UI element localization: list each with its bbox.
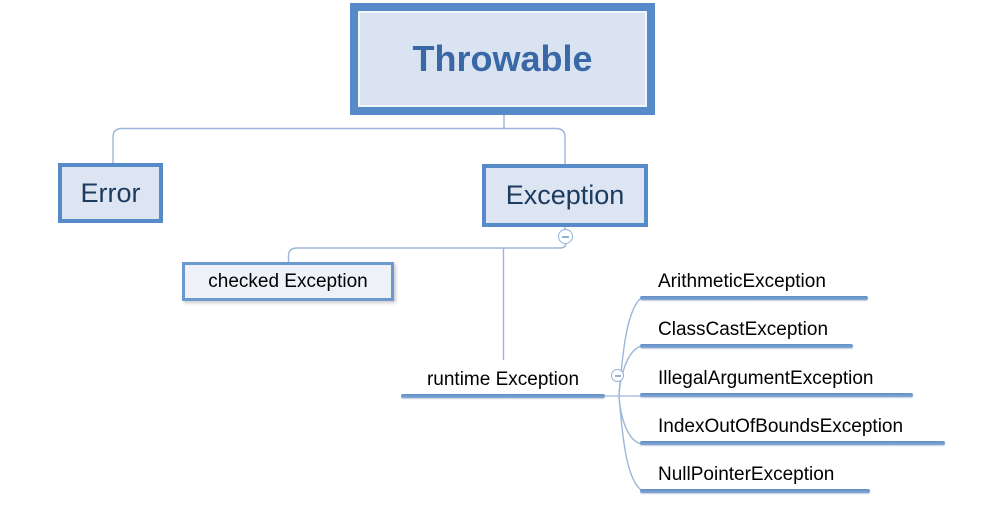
node-illegalargument-exception[interactable]: IllegalArgumentException	[640, 365, 913, 397]
classcast-exception-underline	[640, 344, 853, 348]
collapse-button-runtime-exception[interactable]	[611, 369, 624, 382]
minus-icon	[614, 374, 621, 377]
node-runtime-exception[interactable]: runtime Exception	[401, 366, 605, 398]
node-nullpointer-exception-label: NullPointerException	[658, 464, 835, 485]
runtime-exception-underline	[401, 394, 605, 398]
node-exception-label: Exception	[505, 180, 625, 210]
node-arithmetic-exception-label: ArithmeticException	[658, 271, 826, 292]
collapse-button-exception[interactable]	[558, 229, 573, 244]
indexoutofbounds-exception-underline	[640, 441, 945, 445]
arithmetic-exception-underline	[640, 296, 868, 300]
connector-to-nullpointer	[618, 395, 642, 491]
nullpointer-exception-underline	[640, 489, 870, 493]
node-throwable-label: Throwable	[412, 38, 593, 79]
node-error-label: Error	[80, 177, 141, 208]
connector-to-arithmetic	[618, 297, 642, 396]
node-classcast-exception[interactable]: ClassCastException	[640, 316, 853, 348]
node-throwable[interactable]: Throwable	[350, 3, 655, 115]
node-checked-exception-label: checked Exception	[208, 270, 368, 292]
node-classcast-exception-label: ClassCastException	[658, 319, 829, 340]
node-checked-exception[interactable]: checked Exception	[182, 262, 394, 301]
node-exception[interactable]: Exception	[482, 164, 648, 227]
illegalargument-exception-underline	[640, 393, 913, 397]
node-indexoutofbounds-exception-label: IndexOutOfBoundsException	[658, 416, 904, 437]
minus-icon	[562, 235, 569, 238]
node-indexoutofbounds-exception[interactable]: IndexOutOfBoundsException	[640, 413, 945, 445]
connector-error-exception-rail	[112, 127, 566, 164]
connector-to-indexoutofbounds	[618, 395, 642, 445]
node-illegalargument-exception-label: IllegalArgumentException	[658, 368, 874, 389]
node-arithmetic-exception[interactable]: ArithmeticException	[640, 268, 868, 300]
connector-checked-rail	[287, 242, 567, 262]
node-error[interactable]: Error	[58, 163, 163, 223]
node-runtime-exception-label: runtime Exception	[426, 369, 580, 390]
node-nullpointer-exception[interactable]: NullPointerException	[640, 461, 870, 493]
